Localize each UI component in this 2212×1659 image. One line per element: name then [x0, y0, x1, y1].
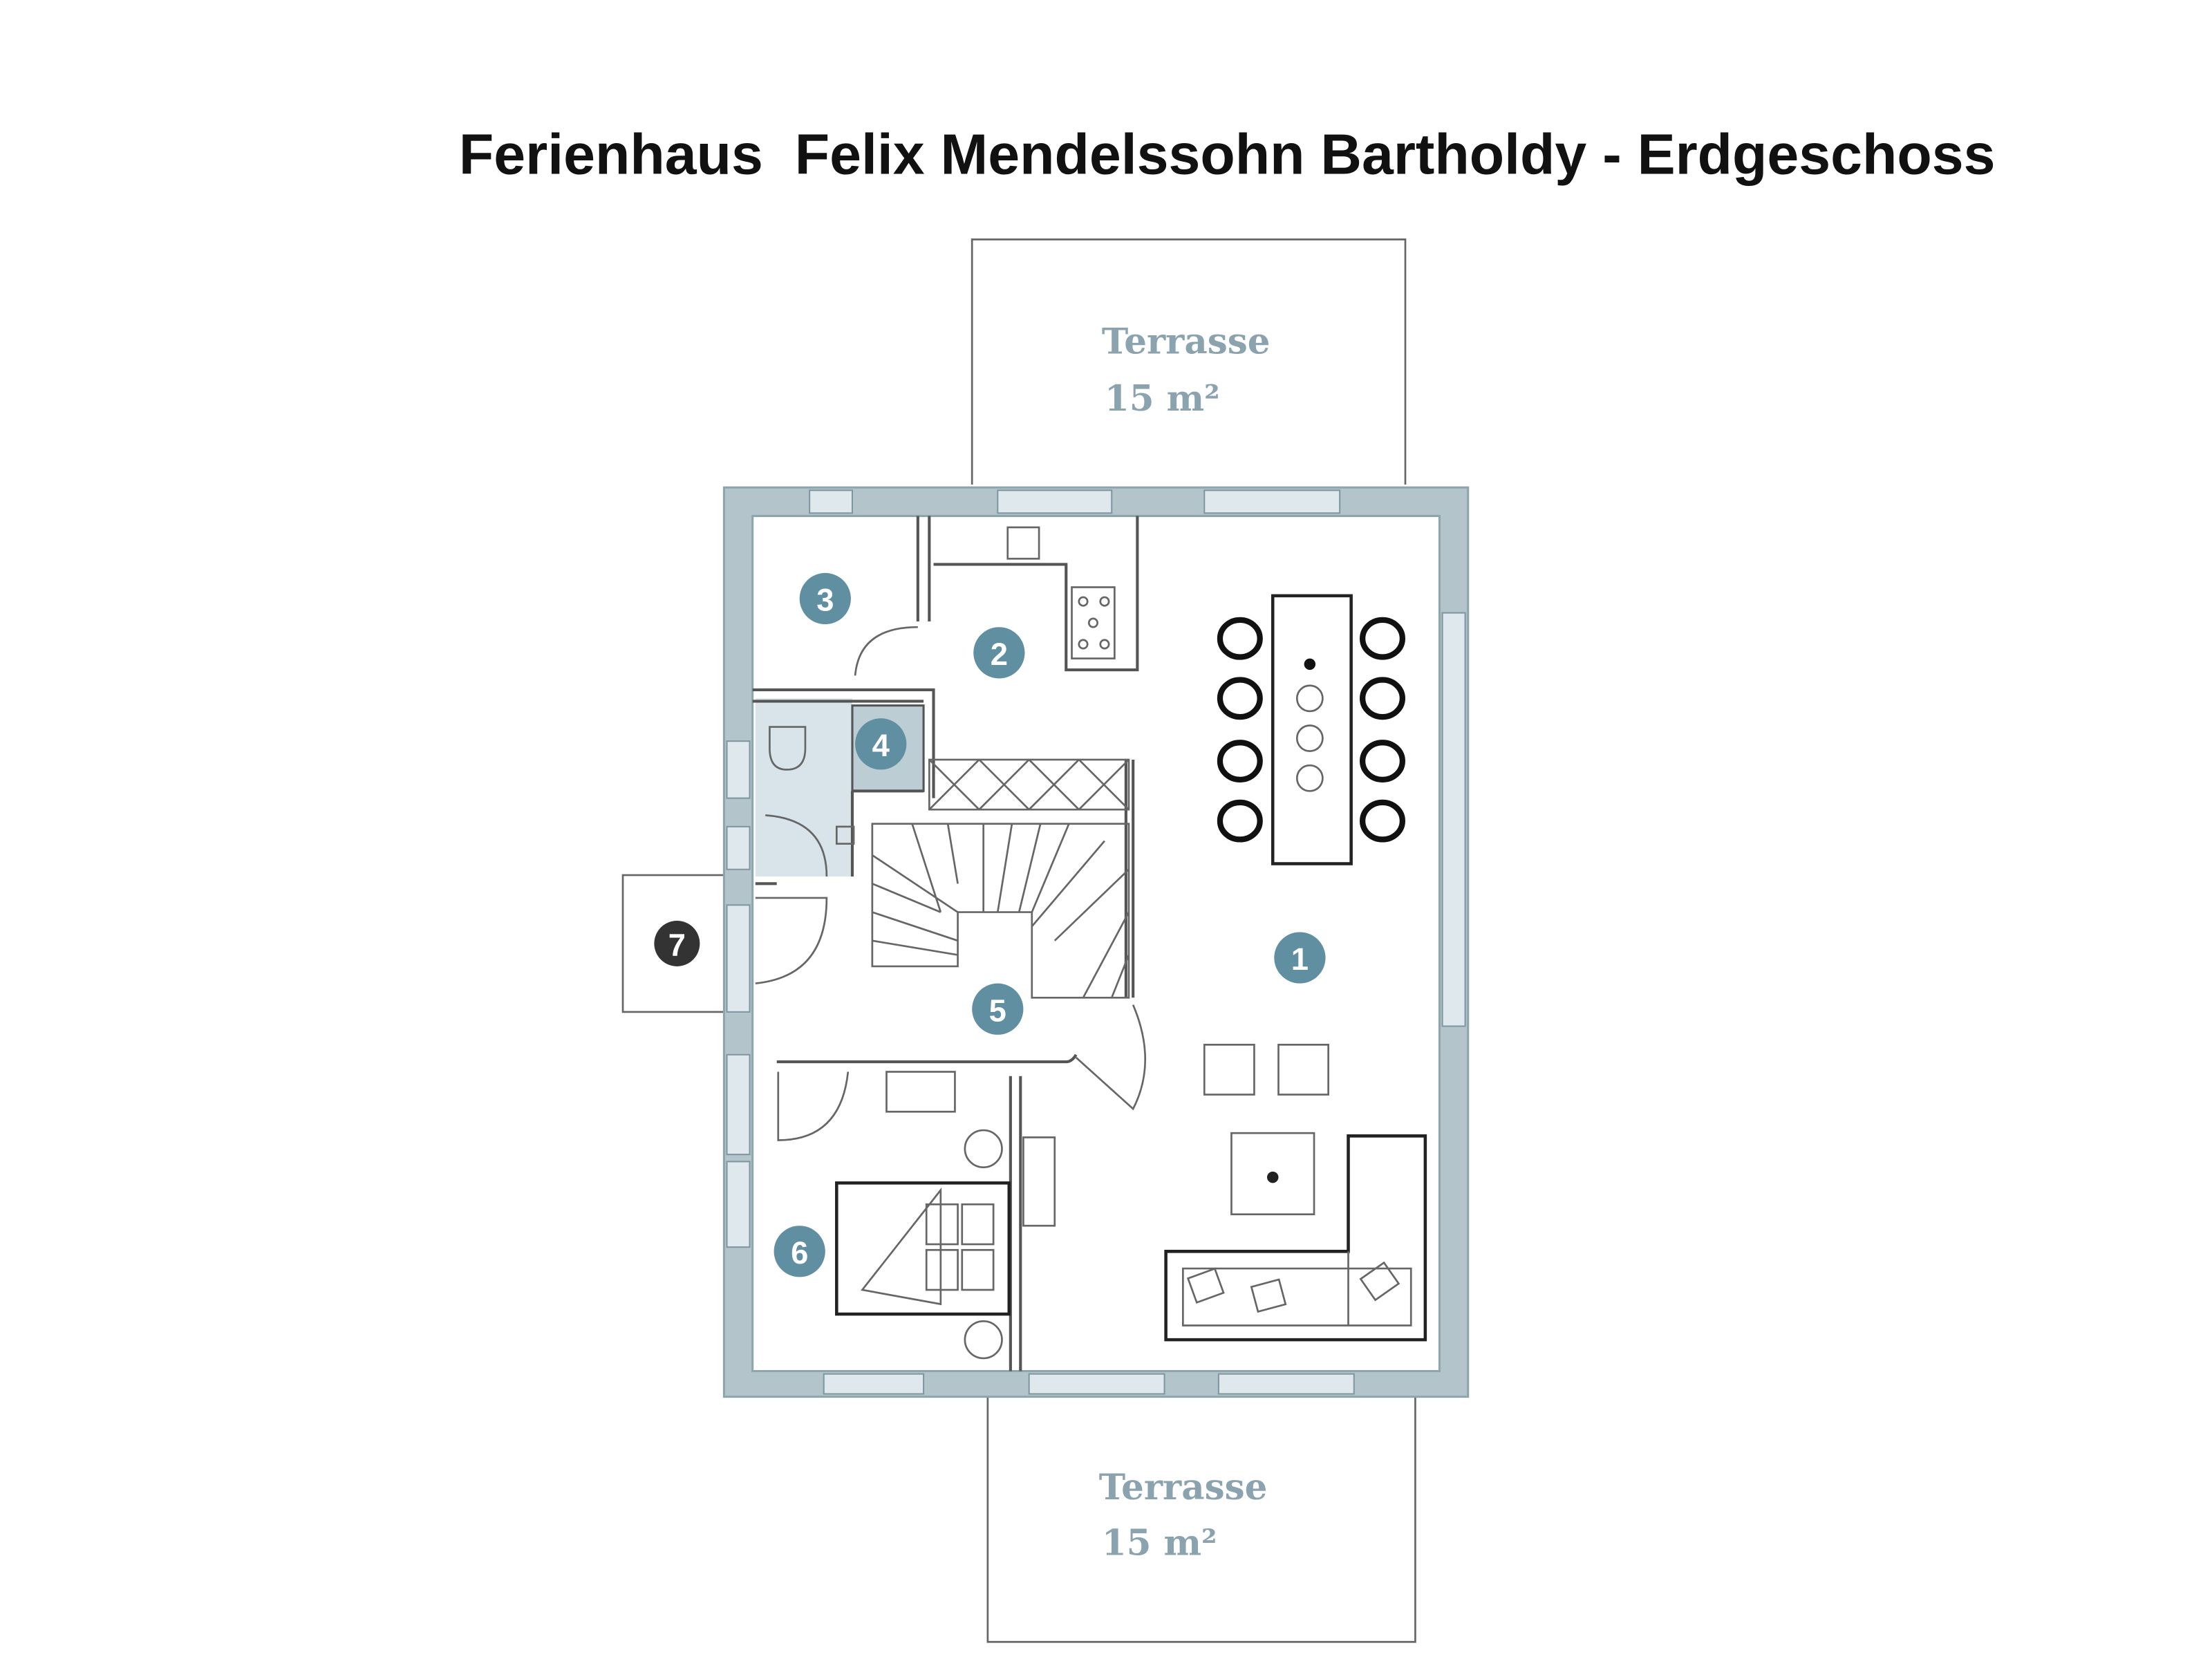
dining-table — [1271, 594, 1353, 865]
svg-text:1: 1 — [1291, 941, 1309, 977]
svg-text:4: 4 — [872, 728, 890, 763]
wardrobe — [1022, 1136, 1056, 1227]
sink — [835, 825, 855, 845]
desk — [885, 1071, 956, 1113]
room-label-2: 2 — [973, 627, 1025, 679]
room-label-3: 3 — [799, 572, 851, 625]
room-label-4: 4 — [855, 718, 907, 770]
svg-text:6: 6 — [791, 1235, 808, 1271]
toilet — [769, 726, 807, 771]
terrace-top-area: 15 m² — [1105, 378, 1220, 420]
coffee-table — [1230, 1132, 1315, 1216]
nightstand — [964, 1320, 1003, 1360]
armchair — [1277, 1043, 1329, 1096]
terrace-bottom-label: Terrasse — [1099, 1467, 1268, 1508]
staircase — [871, 758, 1130, 999]
terrace-top-label: Terrasse — [1102, 321, 1271, 362]
plan-title: Ferienhaus Felix Mendelssohn Bartholdy -… — [459, 123, 1996, 187]
svg-text:5: 5 — [989, 993, 1006, 1028]
armchair — [1203, 1043, 1255, 1096]
double-bed — [835, 1181, 1011, 1316]
corner-sofa — [1164, 1134, 1427, 1342]
bathroom-floor — [755, 698, 852, 877]
terrace-top: Terrasse 15 m² — [971, 238, 1407, 485]
svg-text:2: 2 — [991, 637, 1008, 672]
room-label-1: 1 — [1274, 932, 1326, 984]
doors — [755, 626, 1146, 1141]
svg-text:7: 7 — [668, 928, 686, 963]
outer-walls — [722, 486, 1470, 1398]
svg-text:3: 3 — [816, 583, 834, 618]
room-label-7: 7 — [654, 920, 700, 966]
terrace-bottom: Terrasse 15 m² — [986, 1396, 1416, 1643]
terrace-bottom-area: 15 m² — [1102, 1522, 1217, 1564]
kitchen-counter — [933, 516, 1139, 672]
room-label-6: 6 — [774, 1226, 825, 1277]
room-label-5: 5 — [972, 983, 1024, 1035]
dining-chairs — [1217, 617, 1405, 843]
nightstand — [964, 1129, 1003, 1168]
